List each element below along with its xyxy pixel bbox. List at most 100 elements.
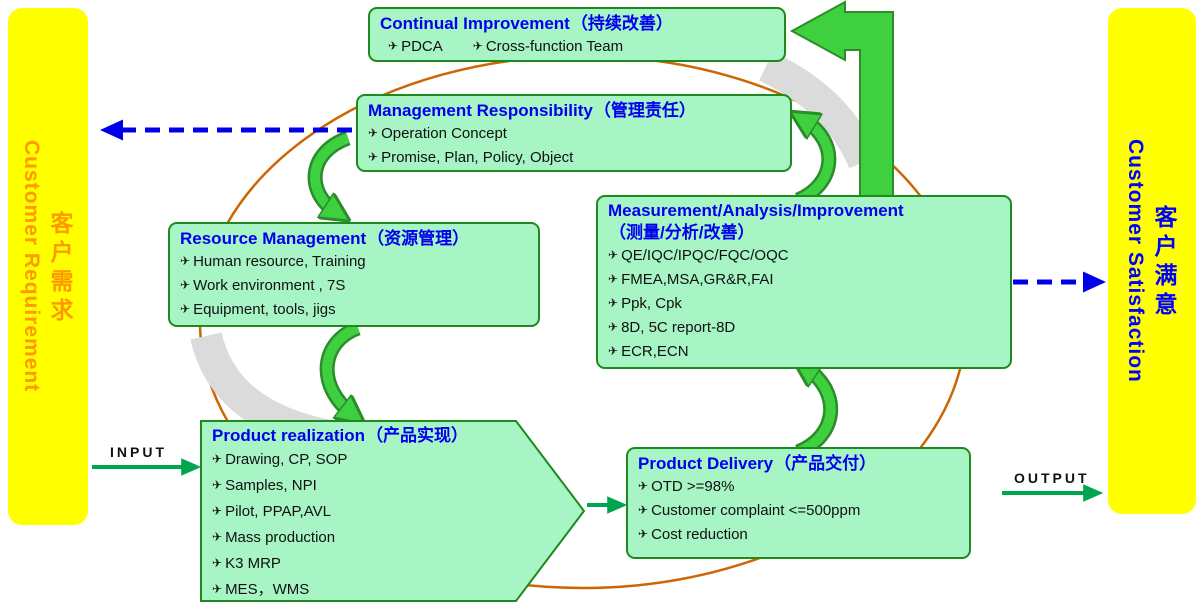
bullet-icon: ✈	[638, 527, 649, 541]
management-responsibility-title-en: Management Responsibility	[368, 101, 593, 120]
list-item-label: PDCA	[401, 38, 443, 55]
list-item-label: Work environment , 7S	[193, 277, 346, 294]
list-item: ✈ QE/IQC/IPQC/FQC/OQC	[608, 244, 1000, 268]
product-delivery-title: Product Delivery（产品交付）	[638, 452, 959, 475]
product-realization-title: Product realization（产品实现）	[212, 424, 510, 447]
bullet-icon: ✈	[638, 479, 649, 493]
measurement-analysis-improvement-box: Measurement/Analysis/Improvement （测量/分析/…	[596, 195, 1012, 369]
bullet-icon: ✈	[212, 452, 223, 466]
product-delivery-title-zh: （产品交付）	[774, 454, 877, 473]
input-label: INPUT	[110, 444, 167, 460]
list-item-label: Drawing, CP, SOP	[225, 451, 348, 468]
list-item: ✈ Ppk, Cpk	[608, 292, 1000, 316]
output-label: OUTPUT	[1014, 470, 1090, 486]
bullet-icon: ✈	[608, 248, 619, 262]
list-item: ✈ K3 MRP	[212, 551, 510, 577]
cycle-arrow-measurement-management	[798, 120, 834, 205]
bullet-icon: ✈	[180, 302, 191, 316]
list-item-label: Samples, NPI	[225, 477, 317, 494]
list-item-label: Mass production	[225, 529, 336, 546]
list-item: ✈ Operation Concept	[368, 122, 780, 146]
resource-management-title-zh: （资源管理）	[367, 229, 470, 248]
list-item-label: Cost reduction	[651, 526, 748, 543]
list-item-label: Equipment, tools, jigs	[193, 301, 336, 318]
list-item: ✈ Mass production	[212, 525, 510, 551]
list-item: ✈ Cost reduction	[638, 523, 959, 547]
measurement-title-en: Measurement/Analysis/Improvement	[608, 201, 904, 220]
list-item-label: 8D, 5C report-8D	[621, 319, 736, 336]
list-item-label: MES，WMS	[225, 581, 310, 598]
list-item: ✈ PDCA	[388, 35, 443, 59]
list-item: ✈ Work environment , 7S	[180, 274, 528, 298]
list-item-label: Pilot, PPAP,AVL	[225, 503, 331, 520]
product-realization-title-en: Product realization	[212, 426, 366, 445]
list-item: ✈ ECR,ECN	[608, 340, 1000, 364]
bullet-icon: ✈	[212, 504, 223, 518]
list-item: ✈ Cross-function Team	[473, 35, 623, 59]
list-item-label: Human resource, Training	[193, 253, 366, 270]
list-item: ✈ Pilot, PPAP,AVL	[212, 499, 510, 525]
customer-requirement-panel: Customer Requirement 客户需求	[8, 8, 88, 525]
management-responsibility-title: Management Responsibility（管理责任）	[368, 99, 780, 122]
list-item: ✈ Samples, NPI	[212, 473, 510, 499]
management-responsibility-box: Management Responsibility（管理责任） ✈ Operat…	[356, 94, 792, 172]
continual-improvement-title-zh: （持续改善）	[570, 14, 673, 33]
cycle-arrow-management-resource	[310, 133, 348, 212]
bullet-icon: ✈	[472, 39, 483, 53]
bullet-icon: ✈	[212, 478, 223, 492]
list-item-label: Operation Concept	[381, 125, 507, 142]
list-item: ✈ Human resource, Training	[180, 250, 528, 274]
pentagon-shape	[200, 420, 586, 602]
bullet-icon: ✈	[368, 150, 379, 164]
product-realization-box: Product realization（产品实现） ✈ Drawing, CP,…	[200, 420, 586, 602]
list-item-label: K3 MRP	[225, 555, 281, 572]
customer-satisfaction-text: Customer Satisfaction 客户满意	[1123, 139, 1181, 383]
bullet-icon: ✈	[212, 582, 223, 596]
bullet-icon: ✈	[180, 278, 191, 292]
measurement-title-zh: （测量/分析/改善）	[609, 223, 755, 242]
product-realization-title-zh: （产品实现）	[366, 426, 469, 445]
customer-requirement-text: Customer Requirement 客户需求	[19, 140, 77, 392]
list-item-label: QE/IQC/IPQC/FQC/OQC	[621, 247, 789, 264]
bullet-icon: ✈	[212, 530, 223, 544]
product-delivery-box: Product Delivery（产品交付） ✈ OTD >=98% ✈ Cus…	[626, 447, 971, 559]
list-item: ✈ Promise, Plan, Policy, Object	[368, 146, 780, 170]
cycle-arrow-resource-realization	[322, 323, 358, 414]
list-item: ✈ OTD >=98%	[638, 475, 959, 499]
bullet-icon: ✈	[388, 39, 399, 53]
bullet-icon: ✈	[608, 344, 619, 358]
list-item: ✈ Equipment, tools, jigs	[180, 298, 528, 322]
list-item-label: Customer complaint <=500ppm	[651, 502, 861, 519]
customer-satisfaction-panel: Customer Satisfaction 客户满意	[1108, 8, 1196, 514]
bullet-icon: ✈	[368, 126, 379, 140]
continual-improvement-title-en: Continual Improvement	[380, 14, 570, 33]
list-item-label: Cross-function Team	[485, 38, 624, 55]
bullet-icon: ✈	[638, 503, 649, 517]
gray-band-upper-right	[758, 51, 879, 169]
list-item-label: OTD >=98%	[651, 478, 735, 495]
resource-management-box: Resource Management（资源管理） ✈ Human resour…	[168, 222, 540, 327]
list-item-label: ECR,ECN	[621, 343, 689, 360]
customer-satisfaction-zh: 客户满意	[1151, 204, 1177, 321]
measurement-analysis-improvement-title: Measurement/Analysis/Improvement （测量/分析/…	[608, 200, 1000, 244]
resource-management-title-en: Resource Management	[180, 229, 367, 248]
list-item: ✈ Drawing, CP, SOP	[212, 447, 510, 473]
product-delivery-title-en: Product Delivery	[638, 454, 774, 473]
list-item-label: Promise, Plan, Policy, Object	[381, 149, 574, 166]
feedback-arrow	[789, 0, 894, 211]
list-item: ✈ FMEA,MSA,GR&R,FAI	[608, 268, 1000, 292]
bullet-icon: ✈	[180, 254, 191, 268]
bullet-icon: ✈	[608, 272, 619, 286]
list-item: ✈ 8D, 5C report-8D	[608, 316, 1000, 340]
cycle-arrow-delivery-measurement	[798, 368, 836, 457]
customer-satisfaction-en: Customer Satisfaction	[1124, 139, 1147, 383]
bullet-icon: ✈	[212, 556, 223, 570]
management-responsibility-title-zh: （管理责任）	[593, 101, 696, 120]
list-item-label: Ppk, Cpk	[621, 295, 682, 312]
list-item: ✈ Customer complaint <=500ppm	[638, 499, 959, 523]
continual-improvement-box: Continual Improvement（持续改善） ✈ PDCA ✈ Cro…	[368, 7, 786, 62]
resource-management-title: Resource Management（资源管理）	[180, 227, 528, 250]
customer-requirement-en: Customer Requirement	[20, 140, 43, 393]
list-item: ✈ MES，WMS	[212, 577, 510, 603]
